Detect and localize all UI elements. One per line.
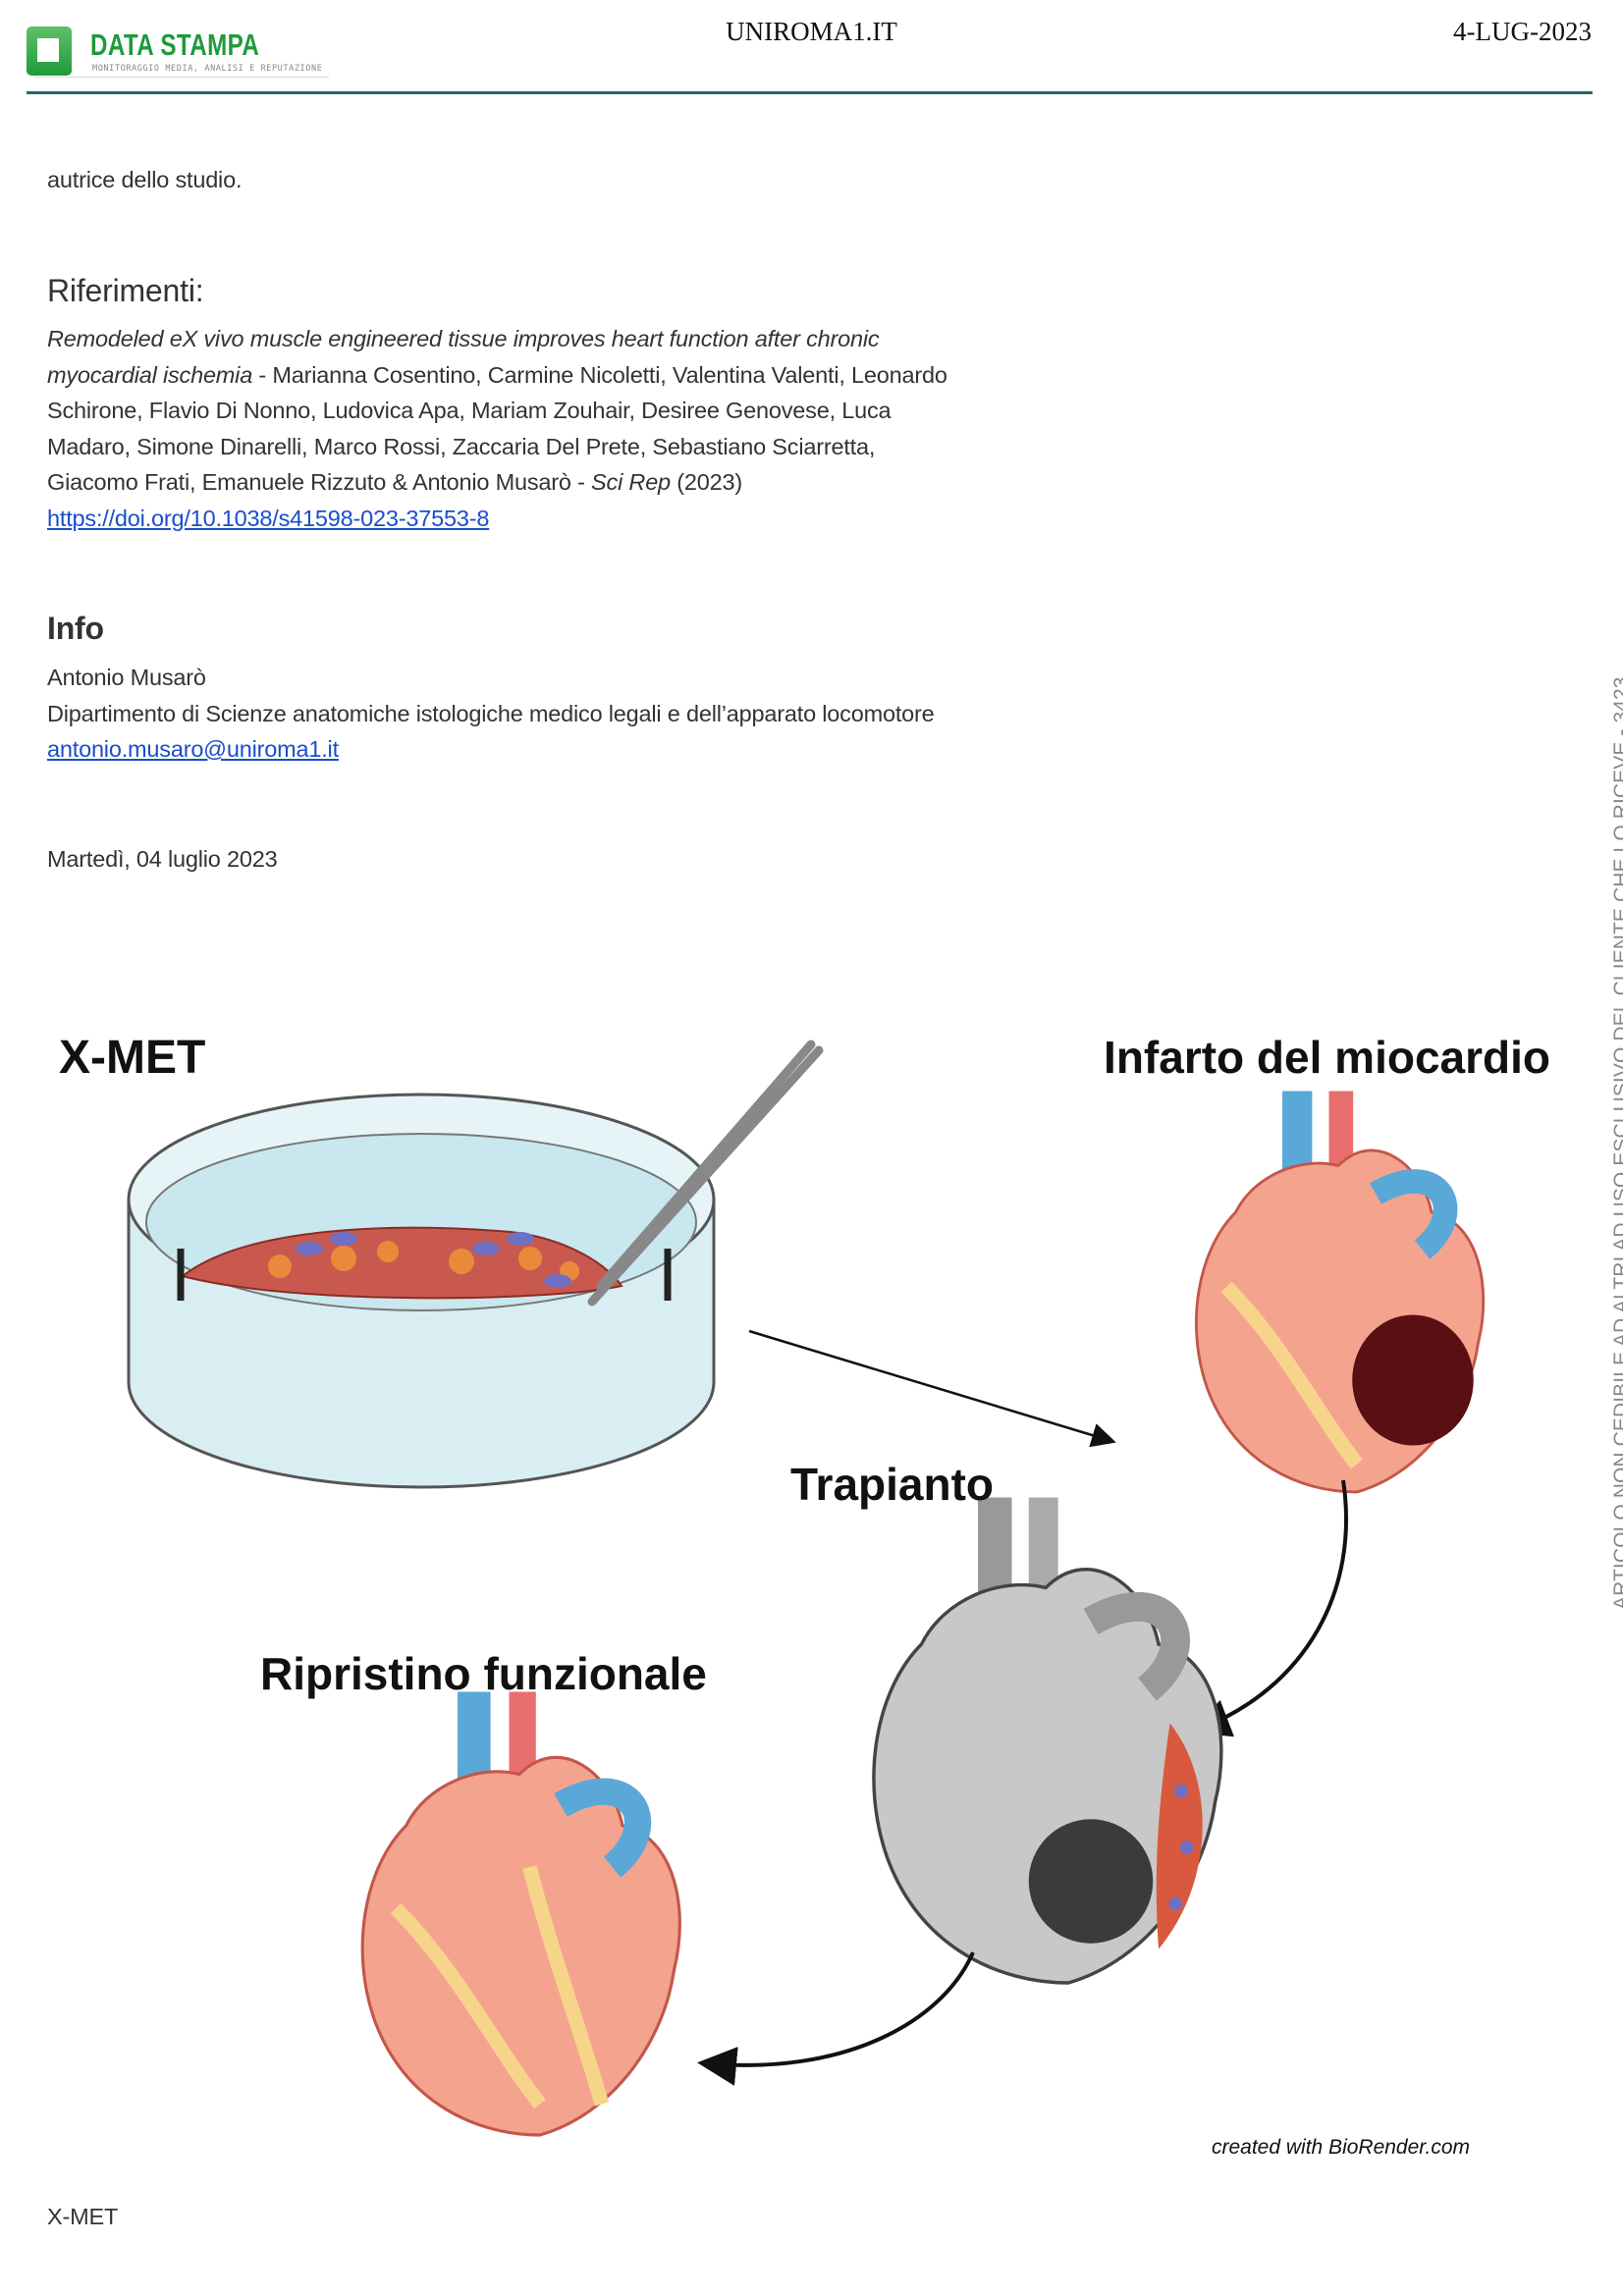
label-transplant: Trapianto	[790, 1459, 994, 1510]
info-heading: Info	[47, 611, 104, 646]
label-infarct: Infarto del miocardio	[1104, 1032, 1550, 1083]
label-recovery: Ripristino funzionale	[260, 1648, 707, 1699]
logo-rule	[34, 77, 329, 78]
intro-tail: autrice dello studio.	[47, 167, 243, 192]
reference-title: Remodeled eX vivo muscle engineered tiss…	[47, 326, 880, 351]
source-title: UNIROMA1.IT	[726, 17, 897, 46]
publication-date: Martedì, 04 luglio 2023	[47, 846, 278, 872]
logo-mark-icon	[27, 27, 72, 76]
arrow-to-recovery	[697, 1951, 975, 2086]
biorender-credit: created with BioRender.com	[1212, 2136, 1470, 2159]
reference-authors: - Marianna Cosentino, Carmine Nicoletti,…	[252, 362, 947, 388]
reference-line-1: Remodeled eX vivo muscle engineered tiss…	[47, 326, 880, 352]
transplanted-heart-illustration	[872, 1497, 1223, 1985]
reference-year: (2023)	[670, 469, 742, 495]
logo-tagline: MONITORAGGIO MEDIA, ANALISI E REPUTAZION…	[92, 64, 323, 74]
references-heading: Riferimenti:	[47, 273, 204, 308]
reference-title-cont: myocardial ischemia	[47, 362, 253, 388]
label-xmet: X-MET	[59, 1032, 205, 1084]
petri-dish-illustration	[127, 1040, 824, 1489]
logo-name: DATA STAMPA	[90, 27, 260, 62]
reference-line-2: myocardial ischemia - Marianna Cosentino…	[47, 362, 947, 389]
reference-line-3: Schirone, Flavio Di Nonno, Ludovica Apa,…	[47, 398, 892, 423]
infarcted-heart-illustration	[1194, 1091, 1486, 1494]
header-date: 4-LUG-2023	[1453, 17, 1592, 46]
contact-department: Dipartimento di Scienze anatomiche istol…	[47, 701, 935, 726]
watermark-vertical: ARTICOLO NON CEDIBILE AD ALTRI AD USO ES…	[1610, 676, 1623, 1610]
contact-email-link[interactable]: antonio.musaro@uniroma1.it	[47, 736, 339, 762]
recovered-heart-illustration	[360, 1691, 681, 2137]
figure-caption: X-MET	[47, 2204, 119, 2229]
reference-authors-end: Giacomo Frati, Emanuele Rizzuto & Antoni…	[47, 469, 592, 495]
header-divider	[27, 91, 1593, 94]
reference-line-5: Giacomo Frati, Emanuele Rizzuto & Antoni…	[47, 469, 742, 496]
reference-journal: Sci Rep	[591, 469, 671, 495]
reference-line-4: Madaro, Simone Dinarelli, Marco Rossi, Z…	[47, 434, 876, 459]
data-stampa-logo: DATA STAMPA MONITORAGGIO MEDIA, ANALISI …	[27, 25, 341, 80]
arrow-to-transplant	[1190, 1479, 1348, 1737]
doi-link[interactable]: https://doi.org/10.1038/s41598-023-37553…	[47, 506, 490, 531]
contact-name: Antonio Musarò	[47, 665, 206, 690]
arrow-to-infarct	[748, 1329, 1116, 1448]
